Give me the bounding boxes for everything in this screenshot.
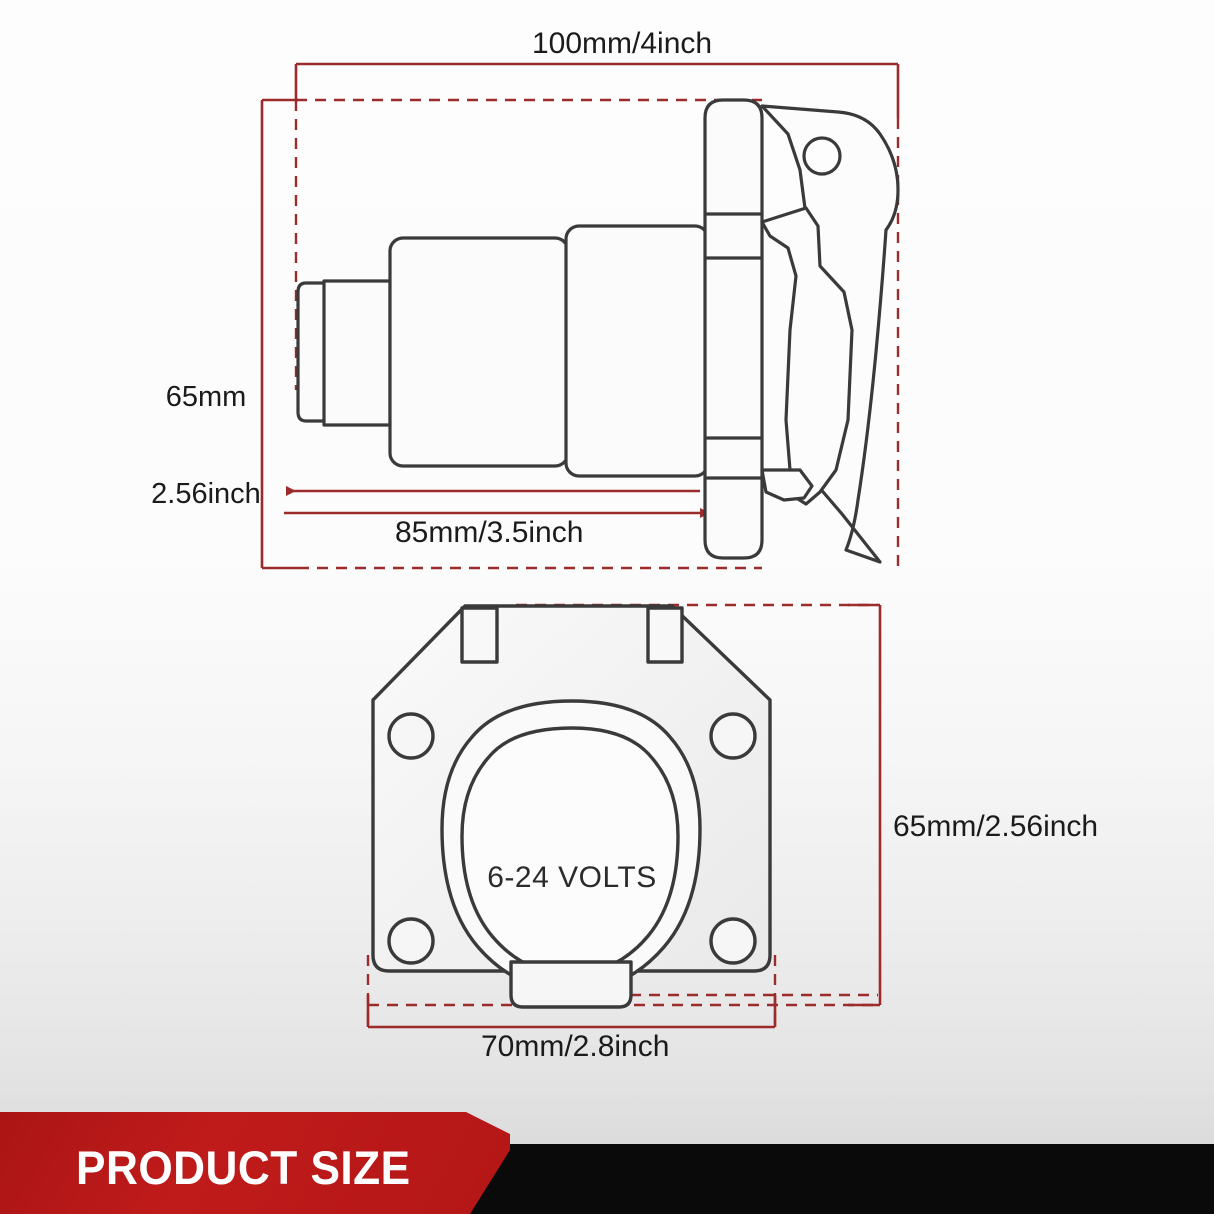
cover-lower-tab xyxy=(760,468,814,502)
cable-entry-cap xyxy=(296,281,328,423)
mounting-flange-bar xyxy=(703,98,764,560)
socket-voltage-marking: 6-24 VOLTS xyxy=(487,861,657,894)
strain-relief-step xyxy=(322,279,392,427)
right-dimension-label: 65mm/2.56inch xyxy=(893,810,1099,843)
left-dimension-label-line1: 65mm xyxy=(165,380,247,413)
mounting-hole-bottom-right xyxy=(709,917,757,965)
mounting-hole-top-right xyxy=(709,712,757,760)
side-view-extension-lines xyxy=(294,98,900,570)
top-left-key-tab xyxy=(460,606,499,664)
inner-length-dimension-label: 85mm/3.5inch xyxy=(395,516,584,549)
front-view-socket-drawing xyxy=(371,604,772,1009)
product-size-banner xyxy=(0,1112,1214,1214)
banner-red-shape xyxy=(0,1112,510,1214)
left-dimension-label-line2: 2.56inch xyxy=(151,478,261,511)
top-dimension-label: 100mm/4inch xyxy=(532,27,713,60)
top-right-key-tab xyxy=(646,606,684,664)
latch-arm xyxy=(760,206,854,506)
mounting-hole-bottom-left xyxy=(387,917,435,965)
bottom-latch-tab xyxy=(509,960,633,1009)
pivot-hole xyxy=(802,136,842,176)
side-view-length-arrows xyxy=(284,486,710,518)
connector-barrel xyxy=(388,236,570,468)
bottom-dimension-label: 70mm/2.8inch xyxy=(481,1030,670,1063)
mounting-hole-top-left xyxy=(387,712,435,760)
side-view-dimension-frame xyxy=(260,62,900,570)
connector-body xyxy=(564,224,710,478)
side-view-connector-drawing xyxy=(296,98,900,564)
banner-title: PRODUCT SIZE xyxy=(76,1141,411,1194)
socket-cavity-inner xyxy=(460,726,680,976)
left-dimension-label: 65mm 2.56inch xyxy=(151,316,261,576)
